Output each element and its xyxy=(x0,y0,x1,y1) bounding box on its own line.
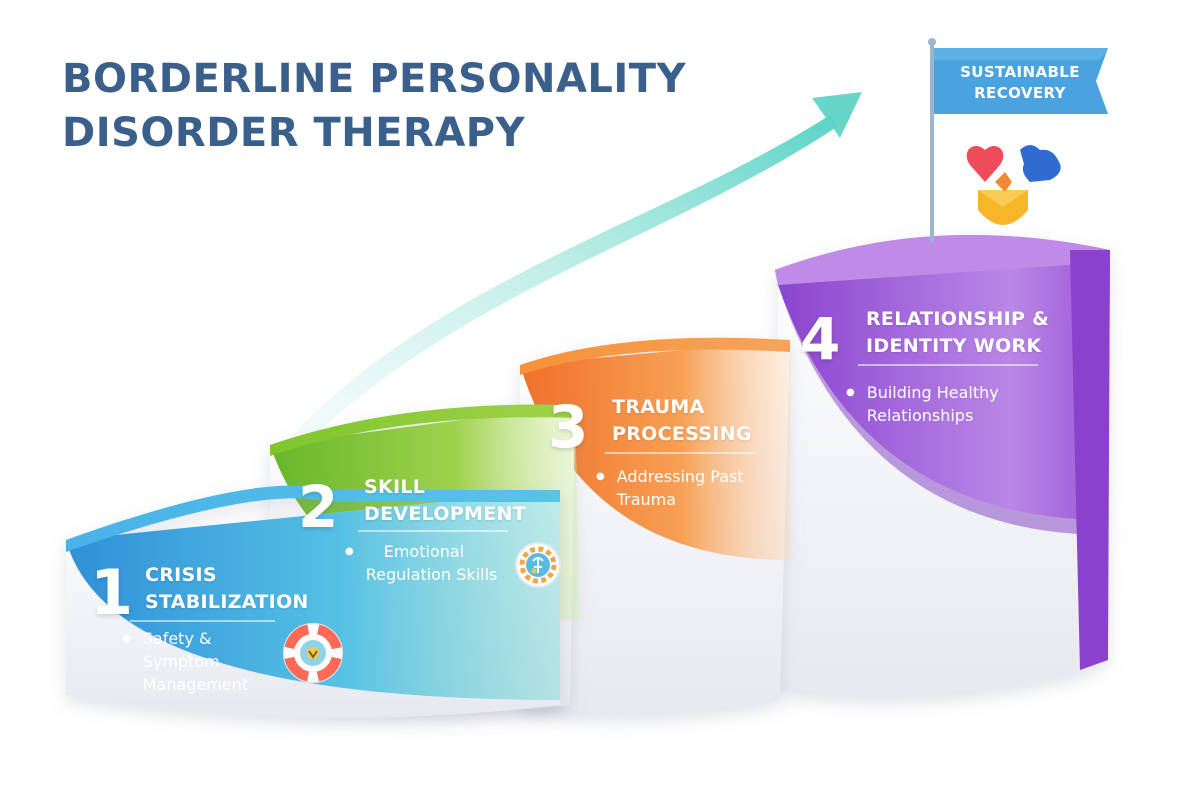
step-2-title-line-2: DEVELOPMENT xyxy=(364,503,526,525)
step-2-bullet-line-2: Regulation Skills xyxy=(365,565,498,584)
flag-label-line-1: SUSTAINABLE xyxy=(960,63,1080,81)
step-1-title-line-1: CRISIS xyxy=(145,564,217,586)
heart-puzzle-shield-icon xyxy=(966,145,1061,225)
step-1-divider xyxy=(130,620,275,622)
step-3-title: TRAUMA PROCESSING xyxy=(612,394,752,448)
step-4-bullet: ● Building Healthy Relationships xyxy=(846,381,999,427)
step-3-block xyxy=(520,337,790,716)
step-1-block xyxy=(66,485,560,718)
step-1-number: 1 xyxy=(90,556,134,629)
step-4-bullet-line-1: Building Healthy xyxy=(866,383,999,402)
step-2-title: SKILL DEVELOPMENT xyxy=(364,474,526,528)
bullet-dot-icon: ● xyxy=(846,387,855,398)
step-1-title: CRISIS STABILIZATION xyxy=(145,562,309,616)
step-4-title-line-2: IDENTITY WORK xyxy=(866,335,1042,357)
step-2-divider xyxy=(358,530,508,532)
bullet-dot-icon: ● xyxy=(345,546,354,557)
title-line-1: BORDERLINE PERSONALITY xyxy=(62,56,687,102)
step-1-bullet: ● Safety & Symptom Management xyxy=(122,627,248,696)
flag-label: SUSTAINABLE RECOVERY xyxy=(940,62,1100,104)
title-line-2: DISORDER THERAPY xyxy=(62,110,526,156)
step-1-title-line-2: STABILIZATION xyxy=(145,591,309,613)
step-3-divider xyxy=(605,452,755,454)
step-3-title-line-1: TRAUMA xyxy=(612,396,705,418)
step-2-number: 2 xyxy=(298,473,339,541)
step-3-bullet-line-2: Trauma xyxy=(616,490,677,509)
life-buoy-icon xyxy=(283,623,343,683)
recovery-flag xyxy=(928,38,1108,242)
step-3-title-line-2: PROCESSING xyxy=(612,423,752,445)
progress-arrow xyxy=(260,92,862,478)
step-4-divider xyxy=(858,364,1038,366)
flag-label-line-2: RECOVERY xyxy=(974,84,1066,102)
page-title: BORDERLINE PERSONALITY DISORDER THERAPY xyxy=(62,52,686,160)
step-1-bullet-line-2: Symptom xyxy=(142,652,220,671)
step-3-bullet: ● Addressing Past Trauma xyxy=(596,465,744,511)
step-4-number: 4 xyxy=(800,305,841,373)
step-4-title: RELATIONSHIP & IDENTITY WORK xyxy=(866,306,1049,360)
step-4-title-line-1: RELATIONSHIP & xyxy=(866,308,1049,330)
step-2-title-line-1: SKILL xyxy=(364,476,426,498)
gear-brain-icon xyxy=(515,542,561,588)
step-3-number: 3 xyxy=(548,393,589,461)
step-1-bullet-line-3: Management xyxy=(142,675,249,694)
step-3-bullet-line-1: Addressing Past xyxy=(616,467,744,486)
step-4-block xyxy=(775,234,1110,698)
bullet-dot-icon: ● xyxy=(122,633,131,644)
bullet-dot-icon: ● xyxy=(596,471,605,482)
step-1-bullet-line-1: Safety & xyxy=(142,629,212,648)
step-2-bullet: ● Emotional Regulation Skills xyxy=(345,540,497,586)
step-2-bullet-line-1: Emotional xyxy=(383,542,465,561)
step-4-bullet-line-2: Relationships xyxy=(866,406,974,425)
